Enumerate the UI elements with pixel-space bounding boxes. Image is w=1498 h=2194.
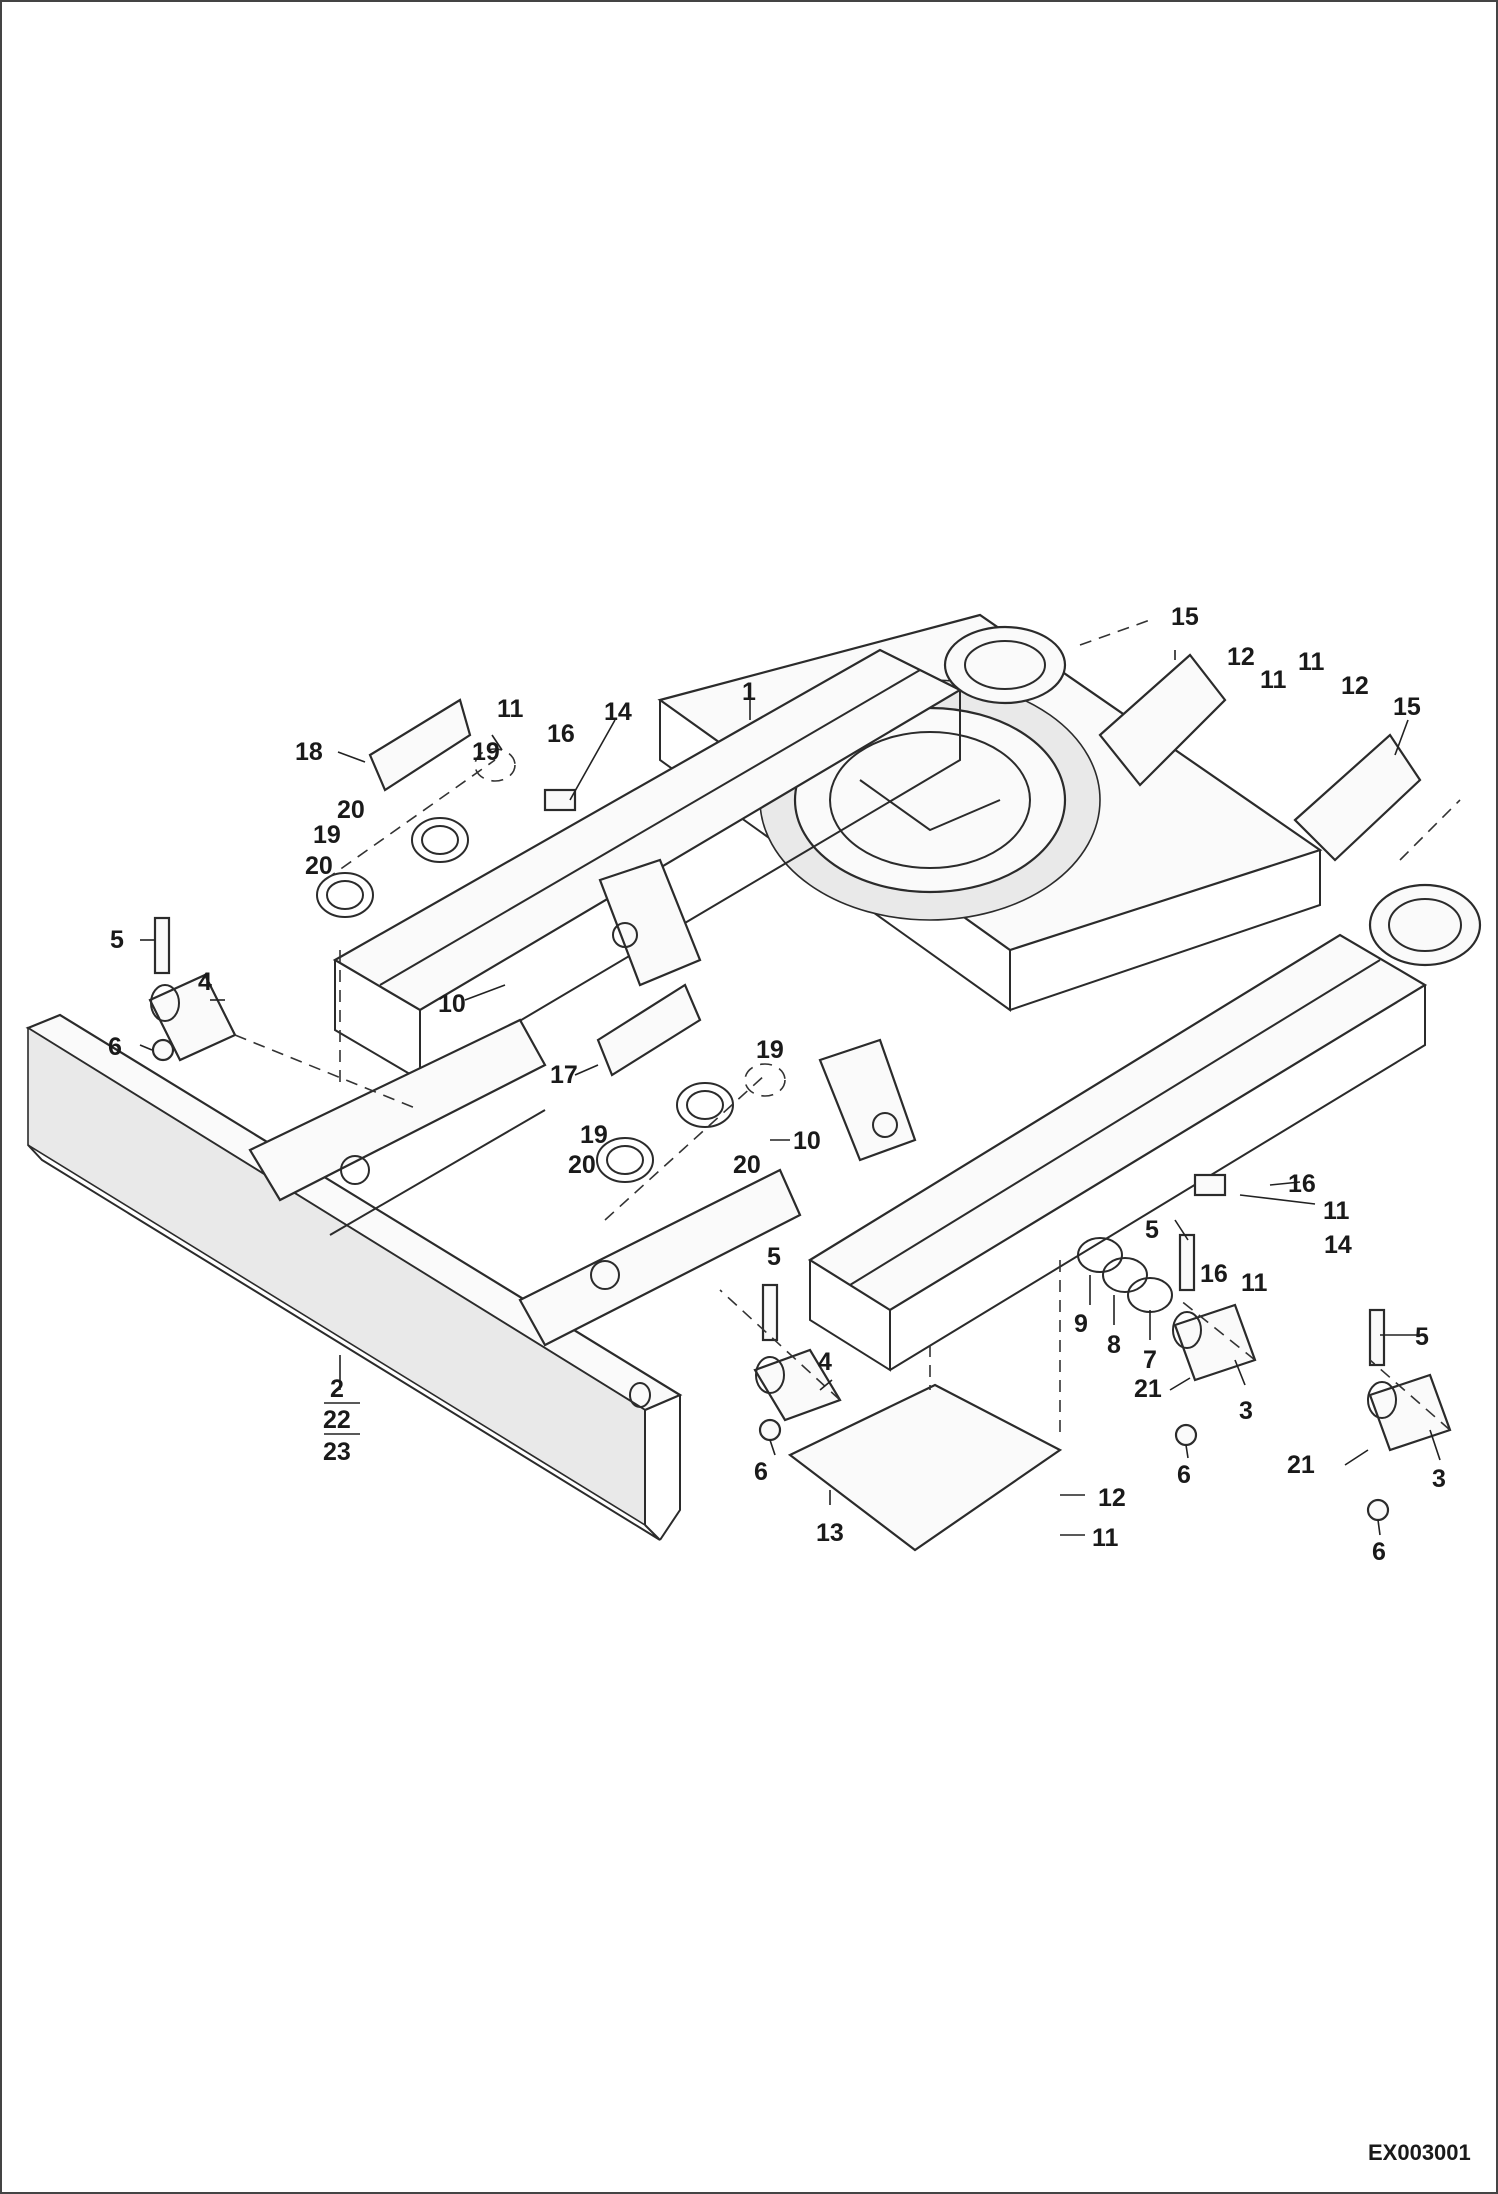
callout-12-upper-left: 12: [1227, 643, 1255, 671]
callout-11-right-lower: 11: [1241, 1269, 1268, 1297]
callout-16-upper: 16: [547, 720, 575, 748]
callout-4-left: 4: [198, 968, 212, 996]
callout-11-upper-mid: 11: [1260, 666, 1287, 694]
callout-22: 22: [323, 1406, 351, 1434]
callout-16-right: 16: [1288, 1170, 1316, 1198]
callout-20-left: 20: [305, 852, 333, 880]
callout-19-mid: 19: [756, 1036, 784, 1064]
callout-3-upper: 3: [1239, 1397, 1253, 1425]
callout-7: 7: [1143, 1346, 1157, 1374]
callout-21-upper: 21: [1134, 1375, 1162, 1403]
callout-14-upper: 14: [604, 698, 632, 726]
hose-clamp-lower: [596, 1063, 786, 1221]
callout-11-right-upper: 11: [1323, 1197, 1350, 1225]
plate-14-lower: [1193, 1173, 1227, 1197]
callout-15-right: 15: [1393, 693, 1421, 721]
callout-6-center: 6: [754, 1458, 768, 1486]
callout-11-upper-right: 11: [1298, 648, 1325, 676]
pin-3-upper: [1172, 1303, 1257, 1382]
callout-labels: 1 2 22 23 3 3 4 4 5 5 5 5 6 6 6 6 7 8 9 …: [108, 603, 1446, 1566]
callout-20-lower-left: 20: [568, 1151, 596, 1179]
callout-17: 17: [550, 1061, 578, 1089]
plate-14-upper: [543, 788, 577, 812]
callout-18: 18: [295, 738, 323, 766]
cover-plate-17: [596, 983, 702, 1077]
callout-19-upper: 19: [472, 738, 500, 766]
leader-lines: [139, 650, 1441, 1536]
callout-6-right: 6: [1177, 1461, 1191, 1489]
callout-16-lower: 16: [1200, 1260, 1228, 1288]
callout-11-bottom: 11: [1092, 1524, 1119, 1552]
callout-1: 1: [742, 678, 756, 706]
callout-9: 9: [1074, 1310, 1088, 1338]
callout-23: 23: [323, 1438, 351, 1466]
callout-12-bottom: 12: [1098, 1484, 1126, 1512]
callout-13: 13: [816, 1519, 844, 1547]
callout-8: 8: [1107, 1331, 1121, 1359]
assembly-lines: [234, 619, 1461, 1440]
cover-plate-18: [368, 698, 472, 792]
callout-19-lower: 19: [580, 1121, 608, 1149]
callout-14-lower: 14: [1324, 1231, 1352, 1259]
callout-20-upper: 20: [337, 796, 365, 824]
callout-6-far-right: 6: [1372, 1538, 1386, 1566]
bolt-5-group: [153, 916, 1386, 1367]
callout-4-center: 4: [818, 1348, 832, 1376]
shim-set: [1077, 1237, 1173, 1313]
dozer-blade: [25, 1013, 802, 1541]
callout-3-lower: 3: [1432, 1465, 1446, 1493]
callout-20-lower-right: 20: [733, 1151, 761, 1179]
callout-19-left: 19: [313, 821, 341, 849]
hose-clamp-upper: [316, 748, 516, 918]
drawing-code: EX003001: [1368, 2140, 1471, 2165]
undercarriage-frame: [332, 613, 1482, 1372]
callout-2: 2: [330, 1375, 344, 1403]
callout-5-left: 5: [110, 926, 124, 954]
side-cover-15-left: [1098, 653, 1227, 787]
callout-5-far-right: 5: [1415, 1323, 1429, 1351]
pin-3-lower: [1367, 1373, 1452, 1452]
callout-11-upper-left: 11: [497, 695, 524, 723]
callout-12-upper-right: 12: [1341, 672, 1369, 700]
bottom-cover-plate: [787, 1383, 1063, 1552]
callout-15-left: 15: [1171, 603, 1199, 631]
nut-6-group: [151, 1038, 1390, 1522]
callout-10-lower: 10: [793, 1127, 821, 1155]
callout-10-upper: 10: [438, 990, 466, 1018]
callout-6-left: 6: [108, 1033, 122, 1061]
side-cover-15-right: [1293, 733, 1422, 862]
callout-21-lower: 21: [1287, 1451, 1315, 1479]
callout-5-center: 5: [767, 1243, 781, 1271]
callout-5-right: 5: [1145, 1216, 1159, 1244]
